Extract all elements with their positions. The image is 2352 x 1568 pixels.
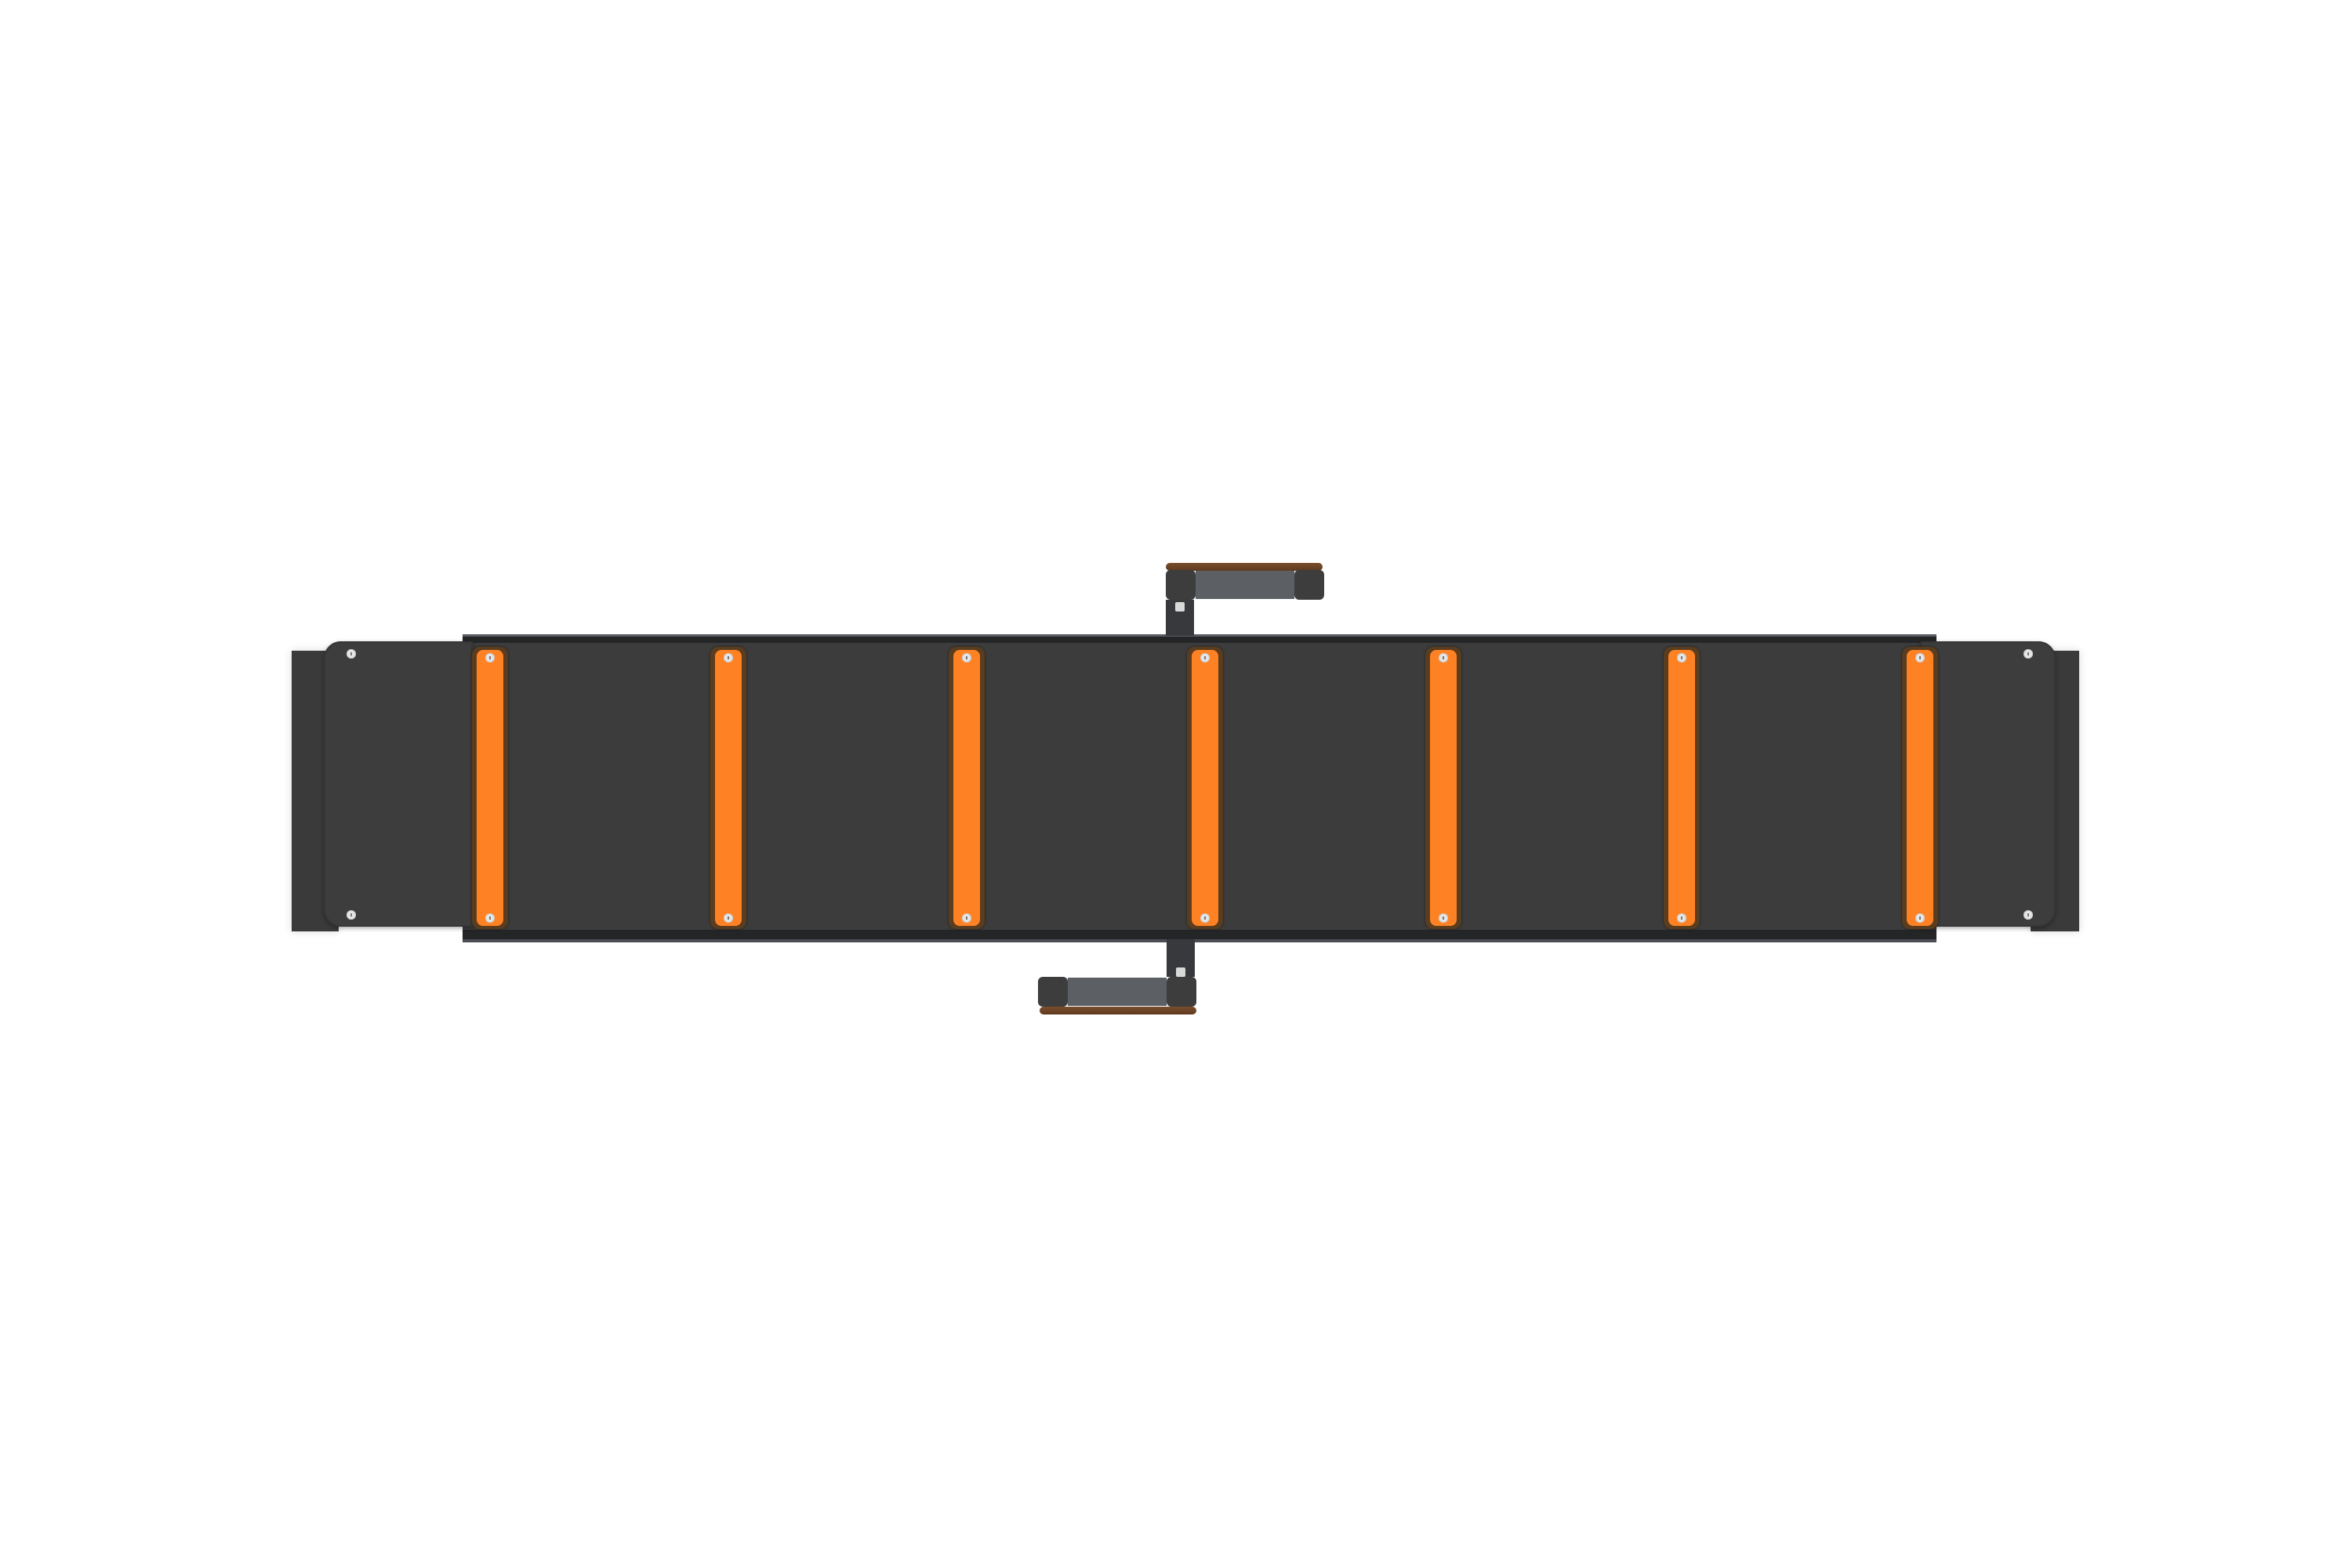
bolt-icon — [2024, 649, 2033, 659]
bolt-icon — [1200, 913, 1210, 923]
bolt-icon — [1439, 913, 1448, 923]
bracket-block-right — [1294, 570, 1324, 600]
bolt-icon — [724, 913, 733, 923]
bolt-icon — [1677, 913, 1686, 923]
bolt-icon — [485, 653, 495, 662]
bolt-icon — [724, 653, 733, 662]
bottom-rail — [463, 930, 1936, 942]
bolt-icon — [962, 653, 971, 662]
nut-icon — [1175, 602, 1185, 612]
grip-strip — [1425, 647, 1461, 929]
bracket-pad — [1196, 571, 1294, 599]
left-end-panel — [324, 641, 473, 927]
bracket-block-left — [1038, 977, 1068, 1007]
bolt-icon — [1915, 653, 1925, 662]
bracket-block-left — [1166, 570, 1196, 600]
grip-strip — [1187, 647, 1223, 929]
bolt-icon — [347, 649, 356, 659]
grip-strip — [1902, 647, 1938, 929]
wood-pad — [1040, 1007, 1196, 1014]
grip-strip — [949, 647, 985, 929]
wood-pad — [1166, 563, 1323, 571]
bottom-bracket — [1036, 939, 1209, 1014]
bracket-block-right — [1167, 977, 1196, 1007]
bracket-pad — [1068, 978, 1167, 1006]
bolt-icon — [1677, 653, 1686, 662]
bolt-icon — [485, 913, 495, 923]
bolt-icon — [1200, 653, 1210, 662]
grip-strip — [1664, 647, 1700, 929]
bolt-icon — [347, 910, 356, 920]
bolt-icon — [1915, 913, 1925, 923]
bolt-icon — [962, 913, 971, 923]
top-bracket — [1166, 561, 1338, 637]
bolt-icon — [2024, 910, 2033, 920]
grip-strip — [710, 647, 746, 929]
nut-icon — [1176, 967, 1185, 977]
grip-strip — [472, 647, 508, 929]
right-end-panel — [1921, 641, 2056, 927]
bolt-icon — [1439, 653, 1448, 662]
